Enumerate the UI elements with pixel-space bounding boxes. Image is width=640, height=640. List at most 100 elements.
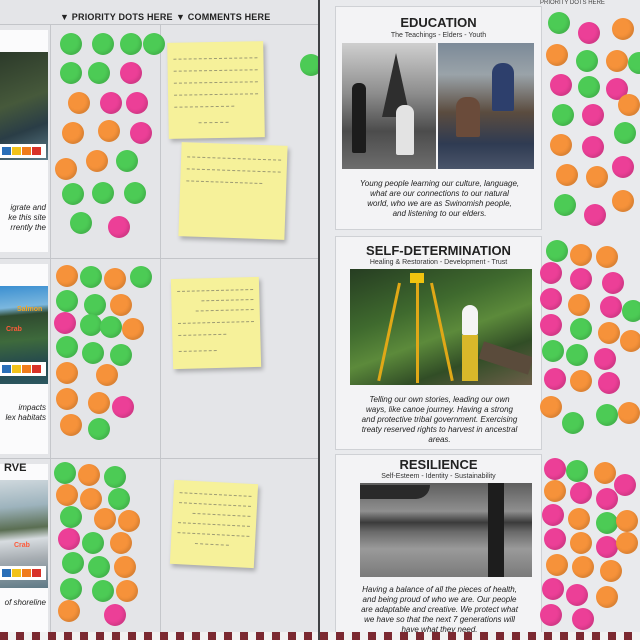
orange-dot — [596, 586, 618, 608]
green-dot — [614, 122, 636, 144]
panel-description: Telling our own stories, leading our own… — [361, 395, 518, 444]
orange-dot — [570, 370, 592, 392]
green-dot — [92, 182, 114, 204]
comments-column-header: ▼ COMMENTS HERE — [176, 12, 271, 22]
pink-dot — [544, 528, 566, 550]
green-dot — [566, 344, 588, 366]
map-legend — [0, 362, 46, 376]
panel-description: Having a balance of all the pieces of he… — [361, 585, 518, 634]
youth-photo — [438, 43, 534, 169]
orange-dot — [110, 294, 132, 316]
pink-dot — [582, 104, 604, 126]
survey-photo — [350, 269, 532, 385]
pink-dot — [570, 482, 592, 504]
orange-dot — [118, 510, 140, 532]
pink-dot — [130, 122, 152, 144]
map-legend — [0, 566, 46, 580]
orange-dot — [546, 44, 568, 66]
salmon-label: Salmon — [17, 306, 43, 313]
orange-dot — [570, 244, 592, 266]
sticky-note — [169, 479, 259, 569]
pink-dot — [598, 372, 620, 394]
orange-dot — [116, 580, 138, 602]
sticky-note — [170, 276, 262, 370]
orange-dot — [88, 392, 110, 414]
priority-dots-header: PRIORITY DOTS HERE — [540, 0, 605, 6]
pink-dot — [572, 608, 594, 630]
green-dot — [116, 150, 138, 172]
orange-dot — [60, 414, 82, 436]
orange-dot — [600, 560, 622, 582]
pink-dot — [612, 156, 634, 178]
orange-dot — [96, 364, 118, 386]
orange-dot — [114, 556, 136, 578]
pink-dot — [108, 216, 130, 238]
green-dot — [578, 76, 600, 98]
green-dot — [552, 104, 574, 126]
pink-dot — [578, 22, 600, 44]
flood-photo — [360, 483, 532, 577]
orange-dot — [550, 134, 572, 156]
pink-dot — [584, 204, 606, 226]
green-dot — [622, 300, 640, 322]
orange-dot — [55, 158, 77, 180]
pink-dot — [120, 62, 142, 84]
self-determination-panel: SELF-DETERMINATION Healing & Restoration… — [335, 236, 542, 450]
orange-dot — [596, 246, 618, 268]
green-dot — [570, 318, 592, 340]
sticky-note — [178, 142, 288, 240]
pink-dot — [614, 474, 636, 496]
row-divider — [0, 458, 318, 459]
green-dot — [143, 33, 165, 55]
orange-dot — [616, 532, 638, 554]
orange-dot — [86, 150, 108, 172]
orange-dot — [618, 402, 640, 424]
education-panel: EDUCATION The Teachings - Elders - Youth… — [335, 6, 542, 230]
pink-dot — [54, 312, 76, 334]
green-dot — [70, 212, 92, 234]
orange-dot — [616, 510, 638, 532]
column-divider — [50, 24, 51, 634]
elders-photo — [342, 43, 436, 169]
green-dot — [596, 512, 618, 534]
green-dot — [566, 460, 588, 482]
orange-dot — [568, 294, 590, 316]
orange-dot — [62, 122, 84, 144]
resilience-panel: RESILIENCE Self-Esteem - Identity - Sust… — [335, 454, 542, 638]
panel-title: SELF-DETERMINATION — [366, 243, 511, 258]
pink-dot — [100, 92, 122, 114]
green-dot — [554, 194, 576, 216]
panel-title: EDUCATION — [400, 15, 477, 30]
pink-dot — [112, 396, 134, 418]
panel-subtitle: Healing & Restoration - Development - Tr… — [369, 259, 508, 266]
pink-dot — [582, 136, 604, 158]
row-divider — [0, 258, 318, 259]
green-dot — [110, 344, 132, 366]
green-dot — [80, 314, 102, 336]
orange-dot — [56, 362, 78, 384]
green-dot — [130, 266, 152, 288]
pink-dot — [104, 604, 126, 626]
priority-dots-column-header: ▼ PRIORITY DOTS HERE — [60, 12, 173, 22]
panel-3-description: of shoreline — [4, 598, 46, 607]
pink-dot — [596, 488, 618, 510]
green-dot — [92, 580, 114, 602]
green-dot — [56, 290, 78, 312]
green-dot — [576, 50, 598, 72]
pink-dot — [566, 584, 588, 606]
green-dot — [56, 336, 78, 358]
orange-dot — [58, 600, 80, 622]
orange-dot — [612, 190, 634, 212]
green-dot — [80, 266, 102, 288]
orange-dot — [56, 484, 78, 506]
orange-dot — [618, 94, 640, 116]
orange-dot — [606, 50, 628, 72]
orange-dot — [586, 166, 608, 188]
orange-dot — [598, 322, 620, 344]
orange-dot — [110, 532, 132, 554]
orange-dot — [104, 268, 126, 290]
green-dot — [542, 340, 564, 362]
pink-dot — [602, 272, 624, 294]
pink-dot — [594, 348, 616, 370]
green-dot — [92, 33, 114, 55]
